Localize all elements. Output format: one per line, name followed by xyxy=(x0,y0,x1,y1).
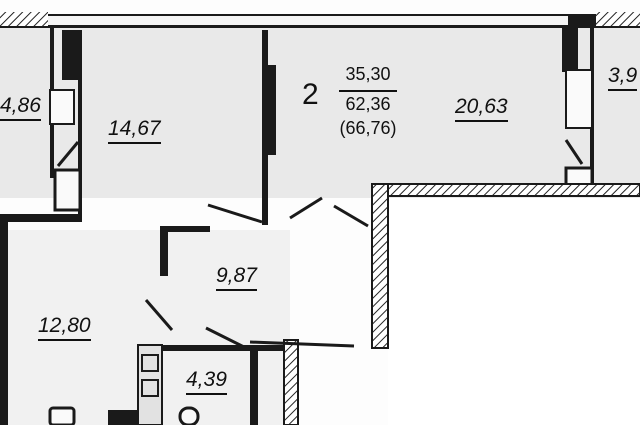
wall-balcony-top xyxy=(371,183,640,197)
total-with-balcony-value: (66,76) xyxy=(339,118,397,138)
wall-hall-partition xyxy=(160,226,168,276)
column-left xyxy=(53,168,82,212)
exterior-wall-top-inner xyxy=(48,16,568,25)
wall-balcony-left xyxy=(371,183,389,349)
wall-left-column-2 xyxy=(78,30,82,215)
wall-center-partition xyxy=(262,30,268,225)
balcony-white-area xyxy=(388,198,640,425)
room-label-right-edge: 3,9 xyxy=(608,64,638,91)
window-right xyxy=(562,28,578,72)
apartment-rooms-count: 2 xyxy=(302,78,319,111)
room-label-left-edge: 4,86 xyxy=(0,94,41,121)
room-label-lower-left: 12,80 xyxy=(38,314,91,341)
hatched-wall-left-top xyxy=(0,12,48,26)
toilet xyxy=(178,406,200,425)
radiator-right xyxy=(565,69,593,129)
door-balcony xyxy=(333,204,369,228)
kitchen-counter xyxy=(108,410,138,425)
bath-tile-2 xyxy=(141,379,159,397)
radiator-left xyxy=(49,89,75,125)
door-right-room xyxy=(564,139,584,165)
door-hall-lower xyxy=(249,340,355,348)
door-left-room xyxy=(56,141,80,167)
door-hall-right xyxy=(289,196,323,220)
hatched-wall-right-top xyxy=(596,12,640,26)
room-label-top-left: 14,67 xyxy=(108,117,161,144)
room-area-shade xyxy=(0,28,640,198)
sink xyxy=(48,406,76,425)
room-label-top-center: 20,63 xyxy=(455,95,508,122)
room-label-bathroom: 4,39 xyxy=(186,368,227,395)
window-left xyxy=(62,30,78,80)
door-hall-left xyxy=(207,203,263,224)
wall-hatched-lower xyxy=(283,339,299,425)
door-lower-room xyxy=(144,299,174,331)
wall-lower-left-edge xyxy=(0,222,8,425)
fraction-line xyxy=(339,90,397,92)
living-area-value: 35,30 xyxy=(345,64,391,84)
wall-lower-horizontal xyxy=(0,214,82,222)
wall-bath-top xyxy=(140,345,290,351)
bath-tile-1 xyxy=(141,354,159,372)
total-area-value: 62,36 xyxy=(345,94,391,114)
room-label-hall: 9,87 xyxy=(216,264,257,291)
wall-hall-horizontal xyxy=(160,226,210,232)
wall-bath-right xyxy=(250,345,258,425)
door-bath xyxy=(205,326,247,350)
